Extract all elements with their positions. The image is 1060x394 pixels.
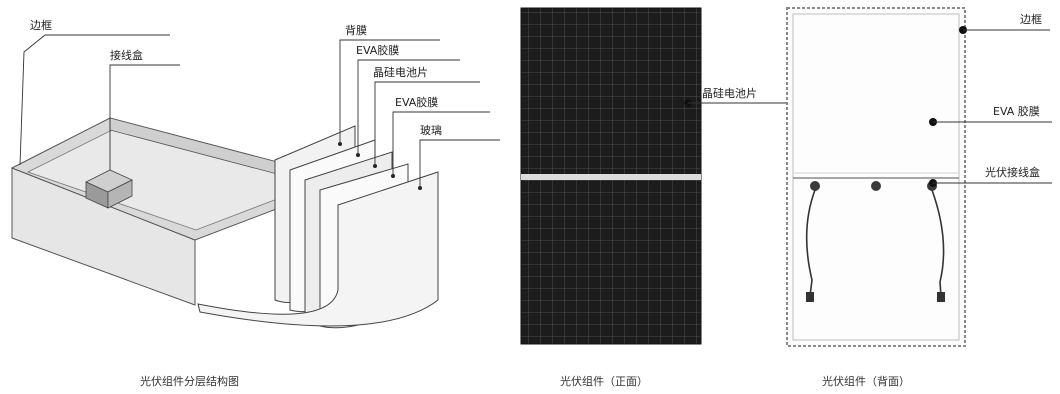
label-frame: 边框 bbox=[30, 19, 52, 32]
layer-glass bbox=[197, 171, 439, 327]
label-backsheet: 背膜 bbox=[345, 24, 367, 37]
label-junction-box: 接线盒 bbox=[110, 49, 143, 62]
label-eva-top: EVA胶膜 bbox=[356, 44, 400, 57]
caption-back: 光伏组件（背面） bbox=[822, 375, 910, 388]
label-cells: 晶硅电池片 bbox=[373, 66, 428, 79]
label-back-frame: 边框 bbox=[1020, 13, 1042, 26]
label-glass: 玻璃 bbox=[420, 124, 442, 137]
label-front-cells: 晶硅电池片 bbox=[702, 87, 757, 100]
label-back-eva: EVA 胶膜 bbox=[993, 105, 1040, 118]
label-back-junction-box: 光伏接线盒 bbox=[985, 166, 1040, 179]
back-panel bbox=[786, 7, 1052, 347]
caption-front: 光伏组件（正面） bbox=[560, 375, 648, 388]
front-panel bbox=[520, 7, 790, 345]
layered-structure bbox=[10, 34, 500, 329]
label-eva-bottom: EVA胶膜 bbox=[395, 96, 439, 109]
junction-box bbox=[85, 169, 133, 209]
caption-layered: 光伏组件分层结构图 bbox=[140, 375, 239, 388]
